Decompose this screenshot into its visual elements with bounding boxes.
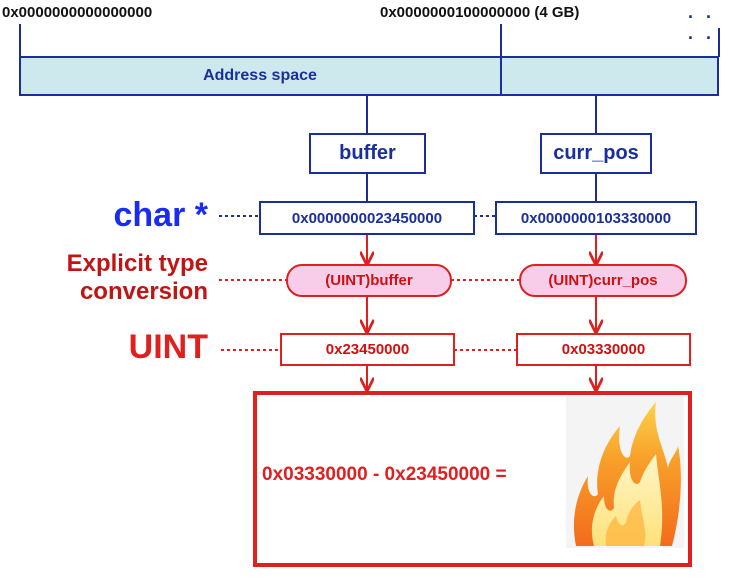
fire-icon bbox=[566, 396, 684, 548]
address-space-label: Address space bbox=[203, 67, 317, 84]
subtraction-expression: 0x03330000 - 0x23450000 = bbox=[262, 464, 507, 485]
address-space-divider bbox=[500, 56, 502, 96]
curr-pos-uint-value: 0x03330000 bbox=[516, 333, 691, 366]
explicit-conversion-label: Explicit type conversion bbox=[66, 250, 208, 305]
address-start-label: 0x0000000000000000 bbox=[2, 4, 153, 21]
address-ellipsis: . . . . bbox=[688, 2, 716, 43]
uint-curr-pos-cast: (UINT)curr_pos bbox=[519, 264, 687, 297]
curr-pos-pointer-value: 0x0000000103330000 bbox=[495, 201, 697, 235]
buffer-uint-value: 0x23450000 bbox=[280, 333, 455, 366]
uint-buffer-cast: (UINT)buffer bbox=[286, 264, 452, 297]
address-4gb-label: 0x0000000100000000 (4 GB) bbox=[380, 4, 580, 21]
address-space-bar bbox=[19, 56, 719, 96]
curr-pos-box: curr_pos bbox=[540, 133, 652, 174]
buffer-pointer-value: 0x0000000023450000 bbox=[259, 201, 475, 235]
buffer-box: buffer bbox=[309, 133, 426, 174]
char-pointer-label: char * bbox=[113, 196, 209, 234]
uint-label: UINT bbox=[128, 328, 208, 366]
